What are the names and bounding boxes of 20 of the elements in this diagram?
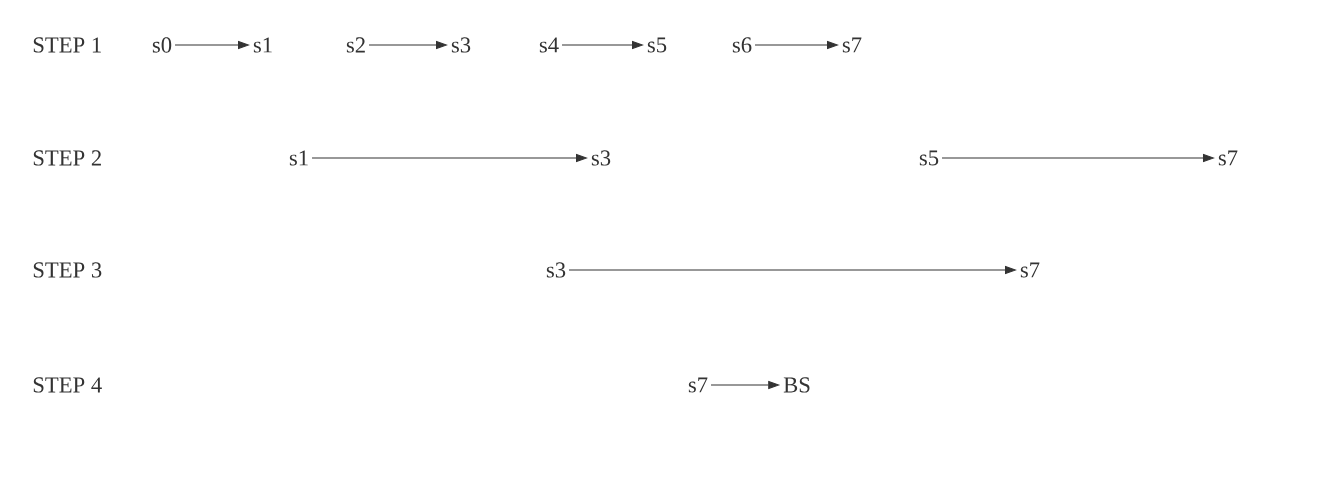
state-label: s4 [539, 37, 559, 53]
state-label: s3 [451, 37, 471, 53]
state-label: s2 [346, 37, 365, 53]
step-label: STEP 4 [33, 377, 102, 393]
state-label: s7 [1218, 150, 1238, 166]
step-label: STEP 1 [33, 37, 101, 53]
state-label: s0 [152, 37, 172, 53]
state-label: s1 [253, 37, 272, 53]
state-label: s7 [1020, 262, 1040, 278]
state-label: s3 [546, 262, 566, 278]
state-label: s6 [732, 37, 752, 53]
step-label: STEP 2 [33, 150, 101, 166]
state-label: s5 [647, 37, 667, 53]
state-label: s3 [591, 150, 611, 166]
state-label: BS [783, 377, 810, 393]
state-label: s7 [688, 377, 708, 393]
step-label: STEP 3 [33, 262, 102, 278]
state-label: s1 [289, 150, 308, 166]
state-label: s5 [919, 150, 939, 166]
state-label: s7 [842, 37, 862, 53]
